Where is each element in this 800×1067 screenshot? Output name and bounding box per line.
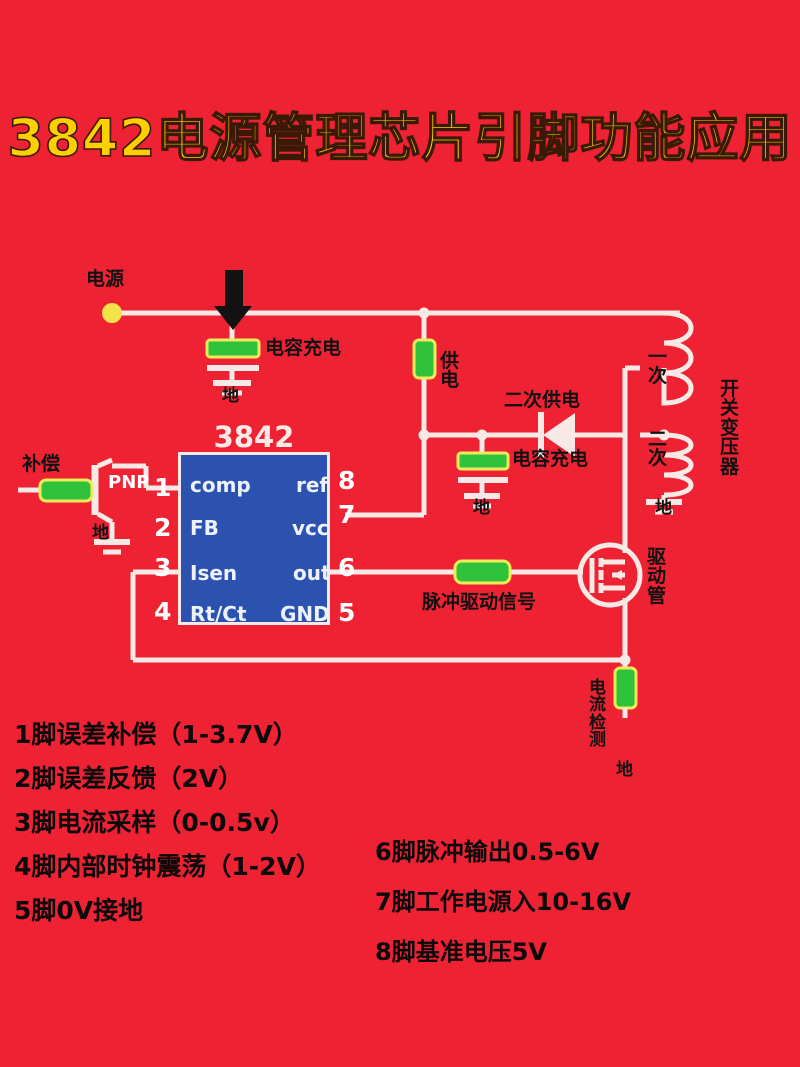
resistor-current-sense <box>613 666 638 710</box>
label-ground-top: 地 <box>222 386 239 406</box>
ground-symbol-top <box>213 380 251 396</box>
diode-secondary-supply <box>538 412 575 458</box>
label-ground-transformer: 地 <box>655 498 672 518</box>
capacitor-input <box>205 338 261 371</box>
capacitor-vcc <box>456 451 510 483</box>
note-pin5: 5脚0V接地 <box>14 896 144 925</box>
note-pin2: 2脚误差反馈（2V） <box>14 764 244 793</box>
pin-number-5: 5 <box>338 598 356 627</box>
pin-label-out: out <box>293 561 331 585</box>
note-pin1: 1脚误差补偿（1-3.7V） <box>14 720 298 749</box>
ground-symbol-vcc <box>464 493 500 509</box>
label-secondary-supply: 二次供电 <box>504 389 581 411</box>
pin-label-isen: Isen <box>190 561 238 585</box>
page-title: 3842电源管理芯片引脚功能应用 <box>7 108 793 170</box>
pnp-emitter-lead <box>96 511 114 525</box>
label-pnp: PNP <box>108 472 150 493</box>
resistor-supply <box>412 338 437 380</box>
note-pin4: 4脚内部时钟震荡（1-2V） <box>14 852 321 881</box>
note-pin8: 8脚基准电压5V <box>375 938 547 966</box>
label-transformer: 开关变压器 <box>720 378 740 478</box>
pin-number-4: 4 <box>154 597 172 626</box>
label-compensation: 补偿 <box>22 453 61 475</box>
transformer-primary-coil <box>661 310 694 406</box>
junction-dots <box>418 307 670 666</box>
label-cap-charge-top: 电容充电 <box>265 337 342 359</box>
note-pin6: 6脚脉冲输出0.5-6V <box>375 838 600 866</box>
resistor-gate-drive <box>453 559 512 585</box>
pin-number-3: 3 <box>154 553 172 582</box>
mosfet-drive-transistor <box>577 542 643 608</box>
pnp-collector-lead <box>97 457 113 469</box>
pin-label-gnd: GND <box>280 602 330 626</box>
label-cap-charge-mid: 电容充电 <box>512 448 589 470</box>
resistor-compensation <box>38 478 94 503</box>
pin-function-list-right: 6脚脉冲输出0.5-6V 7脚工作电源入10-16V 8脚基准电压5V <box>375 840 795 990</box>
label-ground-mid: 地 <box>473 498 490 518</box>
note-pin7: 7脚工作电源入10-16V <box>375 888 632 916</box>
label-power-source: 电源 <box>86 268 125 290</box>
pin-number-2: 2 <box>154 513 172 542</box>
pin-label-ref: ref <box>296 473 329 497</box>
label-primary-winding: 一次 <box>648 346 668 388</box>
power-terminal-dot <box>102 303 122 323</box>
pin-number-7: 7 <box>338 500 356 529</box>
ic-3842[interactable] <box>178 452 330 625</box>
pin-number-8: 8 <box>338 466 356 495</box>
pin-number-6: 6 <box>338 553 356 582</box>
label-drive-transistor: 驱动管 <box>647 546 667 607</box>
ground-symbol-transformer <box>646 499 682 515</box>
label-ground-sense: 地 <box>616 760 633 780</box>
pin-label-rtct: Rt/Ct <box>190 602 247 626</box>
pin-label-comp: comp <box>190 473 251 497</box>
chip-part-number: 3842 <box>213 420 295 454</box>
label-ground-pnp: 地 <box>92 523 109 543</box>
transformer-secondary-coil <box>663 432 694 498</box>
label-supply: 供电 <box>440 350 460 392</box>
note-pin3: 3脚电流采样（0-0.5v） <box>14 808 295 837</box>
label-secondary-winding: 二次 <box>648 428 668 470</box>
pin-label-vcc: vcc <box>292 516 329 540</box>
pin-label-fb: FB <box>190 516 219 540</box>
circuit-schematic <box>18 270 694 718</box>
label-current-sense: 电流检测 <box>589 678 606 750</box>
label-pulse-drive-signal: 脉冲驱动信号 <box>422 591 537 613</box>
ground-symbol-pnp <box>94 539 130 555</box>
pin-number-1: 1 <box>154 473 172 502</box>
charge-arrow-icon <box>214 270 252 330</box>
pin-function-list-left: 1脚误差补偿（1-3.7V） 2脚误差反馈（2V） 3脚电流采样（0-0.5v）… <box>14 722 414 942</box>
